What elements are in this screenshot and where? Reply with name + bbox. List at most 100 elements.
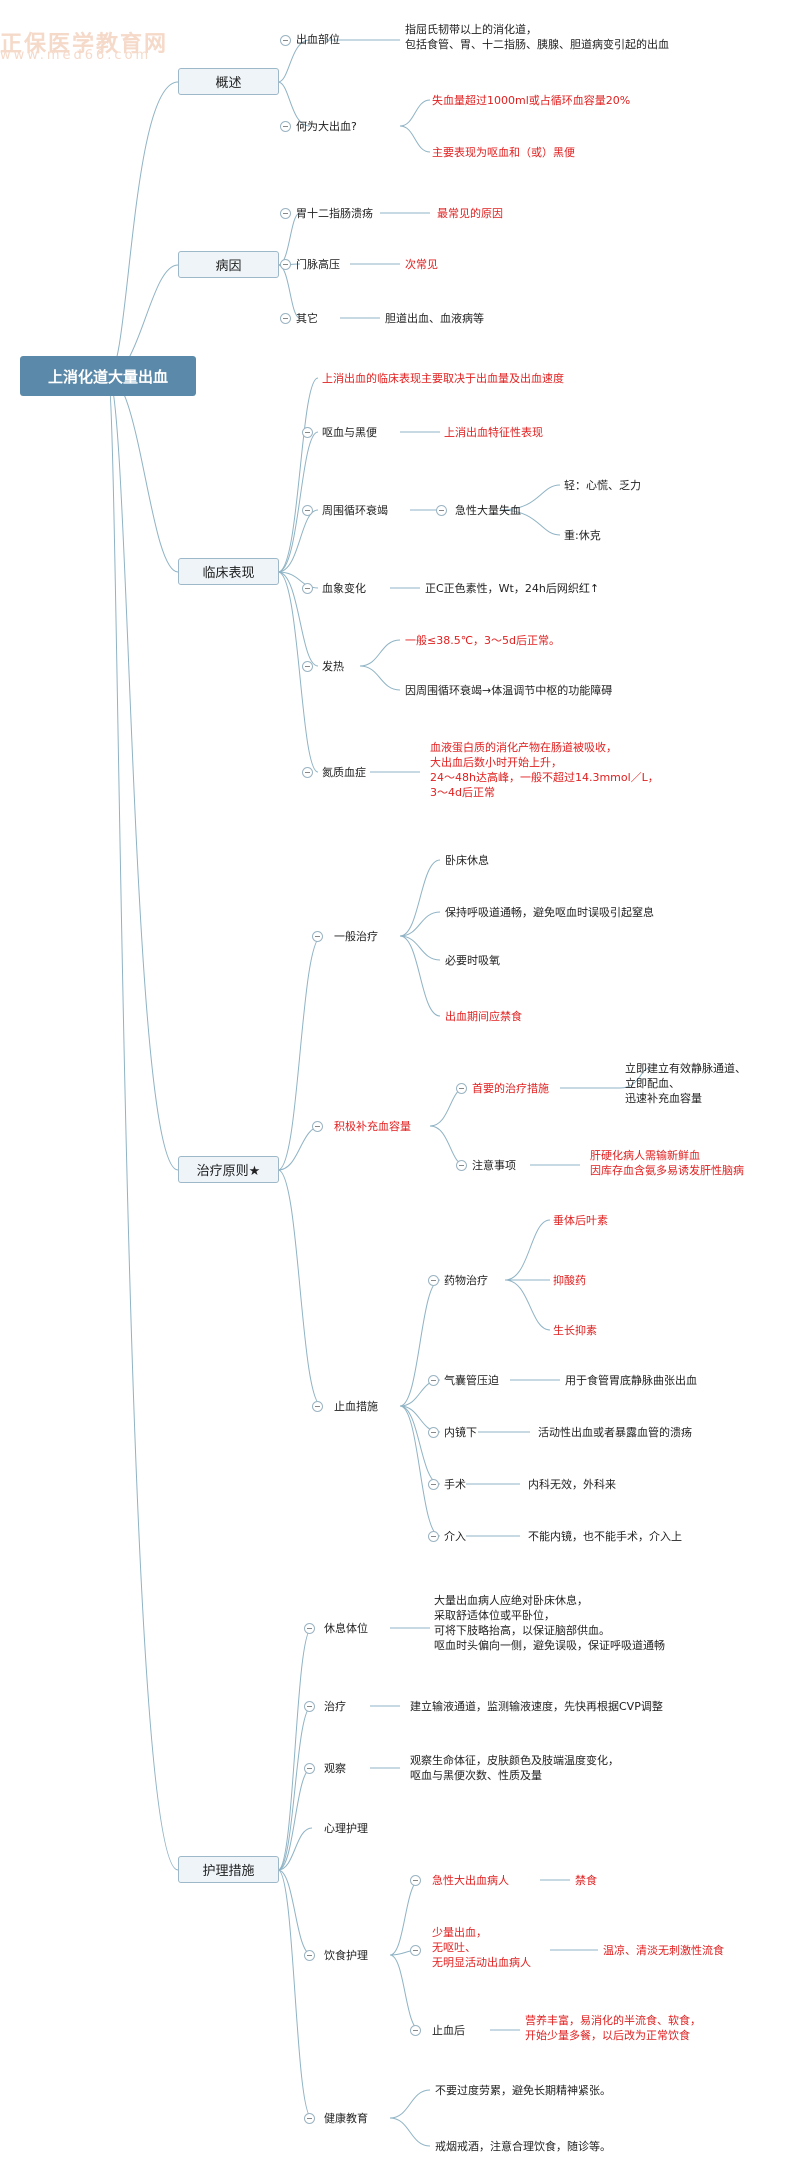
collapse-toggle-icon[interactable] (280, 313, 291, 324)
collapse-toggle-icon[interactable] (302, 505, 313, 516)
collapse-toggle-icon[interactable] (280, 208, 291, 219)
collapse-toggle-icon[interactable] (428, 1531, 439, 1542)
node-hematemesis[interactable]: 呕血与黑便 (322, 426, 377, 439)
node-azotemia[interactable]: 氮质血症 (322, 766, 366, 779)
node-g3[interactable]: 必要时吸氧 (445, 954, 500, 967)
node-blood[interactable]: 血象变化 (322, 582, 366, 595)
node-diet[interactable]: 饮食护理 (324, 1949, 368, 1962)
node-cause-ulcer[interactable]: 胃十二指肠溃疡 (296, 207, 373, 220)
node-acute-loss[interactable]: 急性大量失血 (455, 504, 521, 517)
node-observe-note[interactable]: 观察生命体征，皮肤颜色及肢端温度变化， 呕血与黑便次数、性质及量 (410, 1754, 619, 1782)
branch-cause[interactable]: 病因 (178, 251, 279, 278)
node-d3[interactable]: 生长抑素 (553, 1324, 597, 1337)
node-hematemesis-note[interactable]: 上消出血特征性表现 (444, 426, 543, 439)
node-fever-1[interactable]: 一般≤38.5℃，3～5d后正常。 (405, 634, 561, 647)
collapse-toggle-icon[interactable] (428, 1427, 439, 1438)
node-observe[interactable]: 观察 (324, 1762, 346, 1775)
node-cause-other[interactable]: 其它 (296, 312, 318, 325)
node-g2[interactable]: 保持呼吸道通畅，避免呕血时误吸引起窒息 (445, 906, 654, 919)
collapse-toggle-icon[interactable] (428, 1275, 439, 1286)
collapse-toggle-icon[interactable] (280, 121, 291, 132)
node-massive-label[interactable]: 何为大出血? (296, 120, 357, 133)
node-first-note[interactable]: 立即建立有效静脉通道、 立即配血、 迅速补充血容量 (625, 1062, 746, 1105)
node-diet-3[interactable]: 止血后 (432, 2024, 465, 2037)
collapse-toggle-icon[interactable] (304, 1763, 315, 1774)
node-balloon-note[interactable]: 用于食管胃底静脉曲张出血 (565, 1374, 697, 1387)
collapse-toggle-icon[interactable] (410, 2025, 421, 2036)
node-d1[interactable]: 垂体后叶素 (553, 1214, 608, 1227)
collapse-toggle-icon[interactable] (312, 1401, 323, 1412)
node-education[interactable]: 健康教育 (324, 2112, 368, 2125)
node-caution[interactable]: 注意事项 (472, 1159, 516, 1172)
node-volume[interactable]: 积极补充血容量 (334, 1120, 411, 1133)
node-site-text[interactable]: 指屈氏韧带以上的消化道， 包括食管、胃、十二指肠、胰腺、胆道病变引起的出血 (405, 23, 669, 51)
node-blood-note[interactable]: 正C正色素性，Wt，24h后网织红↑ (425, 582, 600, 595)
node-cause-other-note[interactable]: 胆道出血、血液病等 (385, 312, 484, 325)
node-psych[interactable]: 心理护理 (324, 1822, 368, 1835)
node-d2[interactable]: 抑酸药 (553, 1274, 586, 1287)
collapse-toggle-icon[interactable] (428, 1479, 439, 1490)
node-clinical-intro[interactable]: 上消出血的临床表现主要取决于出血量及出血速度 (322, 372, 564, 385)
node-caution-note[interactable]: 肝硬化病人需输新鲜血 因库存血含氨多易诱发肝性脑病 (590, 1149, 744, 1177)
collapse-toggle-icon[interactable] (302, 767, 313, 778)
collapse-toggle-icon[interactable] (302, 427, 313, 438)
node-intervention[interactable]: 介入 (444, 1530, 466, 1543)
collapse-toggle-icon[interactable] (410, 1945, 421, 1956)
node-endo[interactable]: 内镜下 (444, 1426, 477, 1439)
node-surgery-note[interactable]: 内科无效，外科来 (528, 1478, 616, 1491)
collapse-toggle-icon[interactable] (304, 1701, 315, 1712)
node-intervention-note[interactable]: 不能内镜，也不能手术，介入上 (528, 1530, 682, 1543)
collapse-toggle-icon[interactable] (410, 1875, 421, 1886)
branch-clinical[interactable]: 临床表现 (178, 558, 279, 585)
node-g4[interactable]: 出血期间应禁食 (445, 1010, 522, 1023)
collapse-toggle-icon[interactable] (280, 259, 291, 270)
collapse-toggle-icon[interactable] (302, 661, 313, 672)
node-position-note[interactable]: 大量出血病人应绝对卧床休息， 采取舒适体位或平卧位， 可将下肢略抬高，以保证脑部… (434, 1594, 665, 1652)
node-drug[interactable]: 药物治疗 (444, 1274, 488, 1287)
node-hemostasis[interactable]: 止血措施 (334, 1400, 378, 1413)
node-massive-1[interactable]: 失血量超过1000ml或占循环血容量20% (432, 94, 631, 107)
node-diet-3-note[interactable]: 营养丰富，易消化的半流食、软食， 开始少量多餐，以后改为正常饮食 (525, 2014, 701, 2042)
node-position[interactable]: 休息体位 (324, 1622, 368, 1635)
node-first[interactable]: 首要的治疗措施 (472, 1082, 549, 1095)
node-diet-2[interactable]: 少量出血， 无呕吐、 无明显活动出血病人 (432, 1926, 531, 1969)
node-edu-1[interactable]: 不要过度劳累，避免长期精神紧张。 (435, 2084, 611, 2097)
collapse-toggle-icon[interactable] (428, 1375, 439, 1386)
node-endo-note[interactable]: 活动性出血或者暴露血管的溃疡 (538, 1426, 692, 1439)
node-therapy[interactable]: 治疗 (324, 1700, 346, 1713)
node-balloon[interactable]: 气囊管压迫 (444, 1374, 499, 1387)
collapse-toggle-icon[interactable] (456, 1083, 467, 1094)
node-surgery[interactable]: 手术 (444, 1478, 466, 1491)
collapse-toggle-icon[interactable] (304, 1950, 315, 1961)
node-fever[interactable]: 发热 (322, 660, 344, 673)
branch-nursing[interactable]: 护理措施 (178, 1856, 279, 1883)
node-diet-1-note[interactable]: 禁食 (575, 1874, 597, 1887)
node-fever-2[interactable]: 因周围循环衰竭→体温调节中枢的功能障碍 (405, 684, 613, 697)
collapse-toggle-icon[interactable] (304, 2113, 315, 2124)
node-diet-1[interactable]: 急性大出血病人 (432, 1874, 509, 1887)
collapse-toggle-icon[interactable] (312, 931, 323, 942)
collapse-toggle-icon[interactable] (312, 1121, 323, 1132)
node-mild[interactable]: 轻：心慌、乏力 (564, 479, 641, 492)
node-cause-portal-note[interactable]: 次常见 (405, 258, 438, 271)
node-severe[interactable]: 重:休克 (564, 529, 601, 542)
collapse-toggle-icon[interactable] (302, 583, 313, 594)
branch-treatment[interactable]: 治疗原则★ (178, 1156, 279, 1183)
node-massive-2[interactable]: 主要表现为呕血和（或）黑便 (432, 146, 575, 159)
node-circulatory[interactable]: 周围循环衰竭 (322, 504, 388, 517)
node-diet-2-note[interactable]: 温凉、清淡无刺激性流食 (603, 1944, 724, 1957)
collapse-toggle-icon[interactable] (456, 1160, 467, 1171)
collapse-toggle-icon[interactable] (436, 505, 447, 516)
collapse-toggle-icon[interactable] (280, 35, 291, 46)
node-cause-ulcer-note[interactable]: 最常见的原因 (437, 207, 503, 220)
branch-overview[interactable]: 概述 (178, 68, 279, 95)
node-edu-2[interactable]: 戒烟戒酒，注意合理饮食，随诊等。 (435, 2140, 611, 2153)
collapse-toggle-icon[interactable] (304, 1623, 315, 1634)
node-general-treatment[interactable]: 一般治疗 (334, 930, 378, 943)
node-cause-portal[interactable]: 门脉高压 (296, 258, 340, 271)
node-site-label[interactable]: 出血部位 (296, 33, 340, 46)
root-topic[interactable]: 上消化道大量出血 (20, 356, 196, 396)
node-azotemia-note[interactable]: 血液蛋白质的消化产物在肠道被吸收， 大出血后数小时开始上升， 24～48h达高峰… (430, 741, 659, 799)
node-therapy-note[interactable]: 建立输液通道，监测输液速度，先快再根据CVP调整 (410, 1700, 663, 1713)
node-g1[interactable]: 卧床休息 (445, 854, 489, 867)
